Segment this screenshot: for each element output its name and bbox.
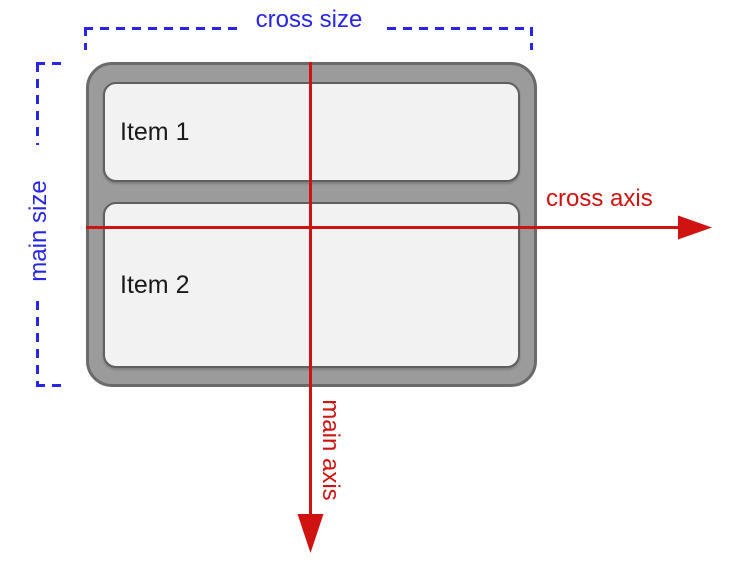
main-size-label: main size: [25, 180, 52, 282]
flex-item-1: Item 1: [103, 82, 520, 182]
flex-item-1-label: Item 1: [120, 117, 190, 146]
cross-size-label: cross size: [255, 6, 363, 33]
main-axis-arrowhead: [297, 514, 324, 553]
main-axis-label: main axis: [317, 399, 344, 501]
cross-axis-label: cross axis: [546, 185, 653, 212]
flex-item-2: Item 2: [103, 202, 520, 368]
flex-item-2-label: Item 2: [120, 270, 190, 299]
cross-axis-arrowhead: [678, 215, 712, 240]
flex-container-box: Item 1 Item 2: [86, 62, 537, 387]
